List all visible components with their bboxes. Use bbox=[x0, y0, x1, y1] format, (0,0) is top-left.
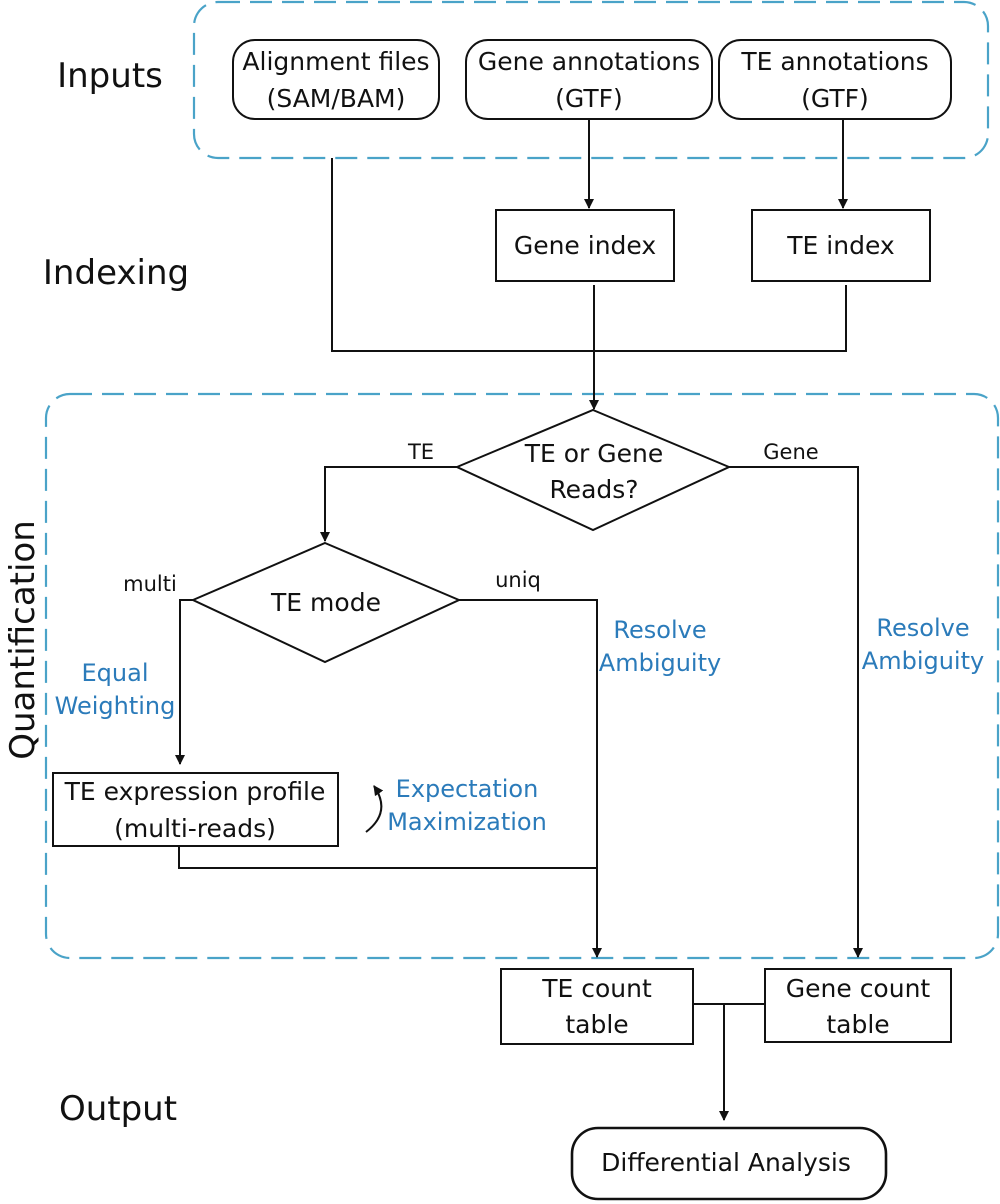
resolve-ambiguity-gene-l2: Ambiguity bbox=[862, 647, 984, 675]
em-loop-icon bbox=[365, 785, 384, 833]
te-annotations-box: TE annotations (GTF) bbox=[718, 39, 952, 120]
alignment-files-box: Alignment files (SAM/BAM) bbox=[232, 39, 440, 120]
gene-index-label: Gene index bbox=[514, 231, 656, 260]
stage-quantification: Quantification bbox=[3, 520, 43, 760]
arrow-uniq-branch bbox=[459, 599, 602, 958]
gene-annotations-box: Gene annotations (GTF) bbox=[465, 39, 713, 120]
stage-inputs: Inputs bbox=[57, 56, 163, 96]
uniq-branch-label: uniq bbox=[495, 568, 541, 592]
resolve-ambiguity-te-l2: Ambiguity bbox=[599, 649, 721, 677]
alignment-format: (SAM/BAM) bbox=[267, 84, 406, 113]
merge-connector bbox=[331, 158, 847, 352]
quantification-group bbox=[44, 392, 1000, 960]
profile-label: TE expression profile bbox=[64, 777, 326, 806]
te-annotations-label: TE annotations bbox=[740, 47, 928, 76]
gene-index-box: Gene index bbox=[495, 209, 675, 282]
te-count-table-box: TE count table bbox=[500, 968, 694, 1045]
stage-output: Output bbox=[59, 1089, 177, 1129]
te-index-label: TE index bbox=[786, 231, 894, 260]
te-annotations-format: (GTF) bbox=[801, 84, 869, 113]
arrow-gene-branch bbox=[729, 466, 863, 958]
equal-weighting-l1: Equal bbox=[82, 659, 149, 687]
differential-label: Differential Analysis bbox=[601, 1148, 851, 1177]
reads-decision-l1: TE or Gene bbox=[524, 439, 664, 468]
te-count-l1: TE count bbox=[541, 974, 652, 1003]
profile-connector bbox=[178, 846, 597, 869]
gene-annotations-format: (GTF) bbox=[555, 84, 623, 113]
gene-count-l1: Gene count bbox=[786, 974, 931, 1003]
stage-indexing: Indexing bbox=[43, 253, 189, 293]
gene-count-l2: table bbox=[826, 1010, 889, 1039]
reads-decision: TE or Gene Reads? bbox=[454, 408, 732, 532]
resolve-ambiguity-gene-l1: Resolve bbox=[876, 614, 969, 642]
gene-count-table-box: Gene count table bbox=[764, 968, 952, 1043]
arrow-multi-branch bbox=[175, 599, 193, 765]
te-branch-label: TE bbox=[407, 440, 434, 464]
te-expression-profile-box: TE expression profile (multi-reads) bbox=[52, 772, 339, 847]
resolve-ambiguity-te-l1: Resolve bbox=[613, 616, 706, 644]
gene-branch-label: Gene bbox=[763, 440, 818, 464]
em-l2: Maximization bbox=[387, 808, 547, 836]
te-mode-decision: TE mode bbox=[190, 541, 462, 664]
em-l1: Expectation bbox=[396, 775, 539, 803]
te-count-l2: table bbox=[565, 1010, 628, 1039]
alignment-label: Alignment files bbox=[242, 47, 429, 76]
equal-weighting-l2: Weighting bbox=[55, 692, 176, 720]
gene-annotations-label: Gene annotations bbox=[478, 47, 700, 76]
profile-sub: (multi-reads) bbox=[114, 814, 276, 843]
differential-analysis-box: Differential Analysis bbox=[570, 1126, 888, 1201]
te-index-box: TE index bbox=[751, 209, 931, 282]
arrow-te-branch bbox=[320, 466, 457, 542]
inputs-group bbox=[192, 0, 990, 160]
multi-branch-label: multi bbox=[123, 572, 177, 596]
te-mode-label: TE mode bbox=[270, 588, 381, 617]
reads-decision-l2: Reads? bbox=[549, 475, 638, 504]
